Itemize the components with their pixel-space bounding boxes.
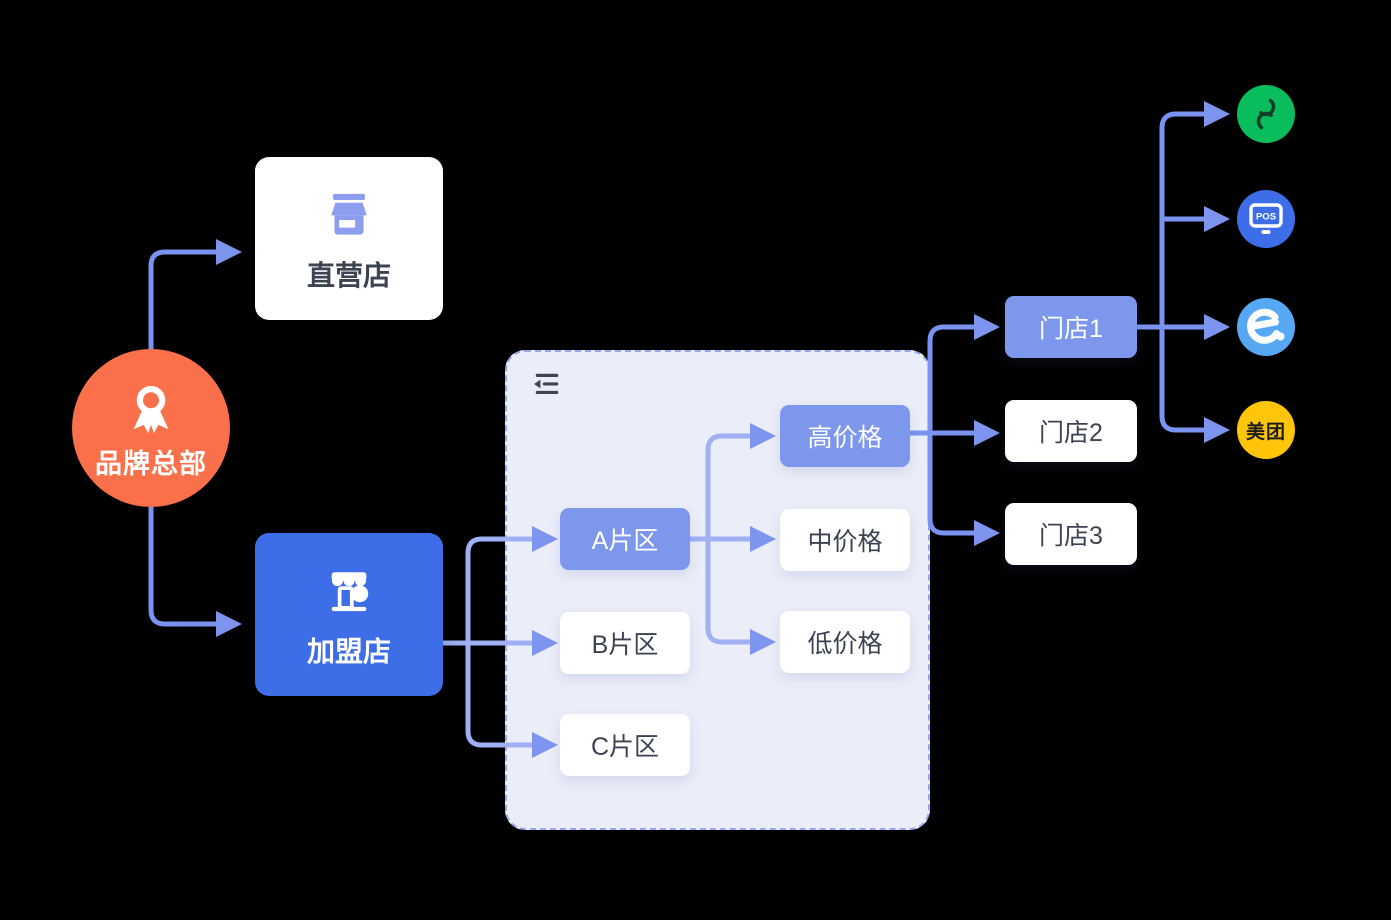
zone-c-node[interactable]: C片区 [560, 714, 690, 776]
medal-icon [133, 385, 169, 433]
zone-b-node[interactable]: B片区 [560, 612, 690, 674]
direct-store-node[interactable]: 直营店 [255, 157, 443, 320]
pos-monitor-glyph: POS [1249, 203, 1283, 234]
outdent-icon[interactable] [529, 366, 565, 402]
brand-hq-node[interactable]: 品牌总部 [72, 349, 230, 507]
meituan-label: 美团 [1245, 421, 1286, 443]
franchise-shop-icon [331, 571, 369, 611]
store-1-node[interactable]: 门店1 [1005, 296, 1137, 358]
price-high-node[interactable]: 高价格 [780, 405, 910, 467]
price-mid-node[interactable]: 中价格 [780, 509, 910, 571]
store-3-node[interactable]: 门店3 [1005, 503, 1137, 565]
svg-text:POS: POS [1256, 212, 1276, 223]
store-2-node[interactable]: 门店2 [1005, 400, 1137, 462]
meituan-icon[interactable]: 美团 [1237, 401, 1295, 459]
mini-program-glyph [1256, 98, 1276, 130]
wechat-mini-program-icon[interactable] [1237, 85, 1295, 143]
franchise-store-label: 加盟店 [306, 635, 391, 667]
direct-store-label: 直营店 [306, 259, 391, 291]
eleme-icon[interactable] [1237, 298, 1295, 356]
pos-terminal-icon[interactable]: POS [1237, 190, 1295, 248]
eleme-e-glyph [1247, 308, 1285, 344]
franchise-store-node[interactable]: 加盟店 [255, 533, 443, 696]
price-low-node[interactable]: 低价格 [780, 611, 910, 673]
arrowheads [216, 101, 1230, 758]
brand-hq-label: 品牌总部 [95, 448, 207, 479]
zone-a-node[interactable]: A片区 [560, 508, 690, 570]
storefront-icon [331, 193, 367, 235]
